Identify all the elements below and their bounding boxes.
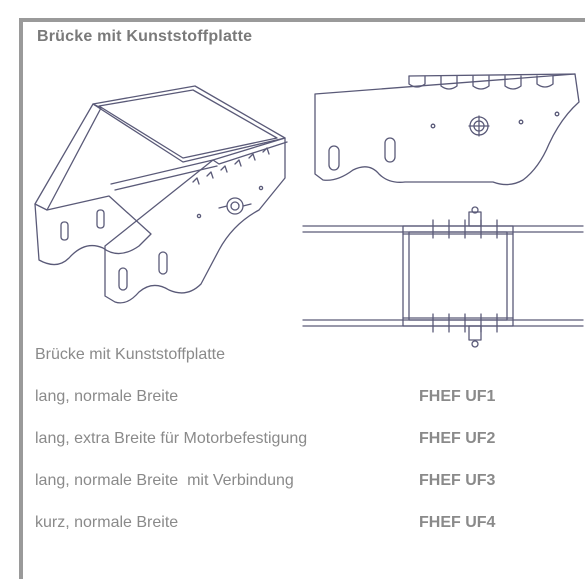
- side-view-drawing: [314, 73, 580, 186]
- variant-code: FHEF UF3: [419, 472, 496, 489]
- list-item: lang, normale Breite FHEF UF1: [35, 386, 575, 428]
- list-item: kurz, normale Breite FHEF UF4: [35, 512, 575, 554]
- variant-code: FHEF UF4: [419, 514, 496, 531]
- top-view-drawing: [302, 206, 584, 348]
- technical-drawings: [23, 54, 585, 354]
- list-heading: Brücke mit Kunststoffplatte: [35, 346, 226, 363]
- variant-description: kurz, normale Breite: [35, 514, 179, 531]
- variant-code: FHEF UF2: [419, 430, 496, 447]
- list-item: lang, extra Breite für Motorbefestigung …: [35, 428, 575, 470]
- variant-code: FHEF UF1: [419, 388, 496, 405]
- variant-description: lang, extra Breite für Motorbefestigung: [35, 430, 308, 447]
- drawings-svg: [34, 73, 584, 348]
- variant-list: Brücke mit Kunststoffplatte lang, normal…: [35, 344, 575, 554]
- list-item: lang, normale Breite mit Verbindung FHEF…: [35, 470, 575, 512]
- variant-description: lang, normale Breite mit Verbindung: [35, 472, 294, 489]
- variant-description: lang, normale Breite: [35, 388, 179, 405]
- panel-title: Brücke mit Kunststoffplatte: [37, 28, 253, 45]
- product-panel: Brücke mit Kunststoffplatte: [19, 18, 585, 579]
- isometric-bridge-drawing: [34, 85, 288, 304]
